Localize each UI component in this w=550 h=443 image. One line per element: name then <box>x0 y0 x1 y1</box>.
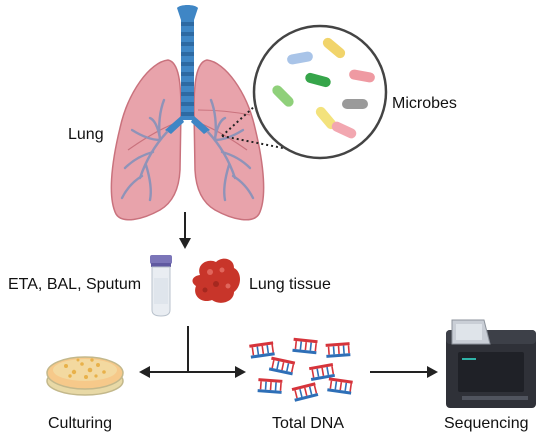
sample-tube-icon <box>150 255 172 317</box>
branch-arrows <box>148 326 236 373</box>
microbe-8 <box>331 121 357 139</box>
dna-fragments <box>249 337 353 402</box>
microbe-2 <box>322 37 346 59</box>
arrow-left-head <box>139 366 150 378</box>
microbe-5 <box>272 85 294 107</box>
dna-fragment-8 <box>291 382 319 402</box>
dna-fragment-6 <box>257 378 283 394</box>
dna-fragment-1 <box>249 341 275 359</box>
microbe-group <box>272 37 375 139</box>
label-samples: ETA, BAL, Sputum <box>8 276 141 293</box>
lung-tissue-icon <box>192 258 240 303</box>
dna-fragment-3 <box>325 342 351 358</box>
dna-fragment-7 <box>327 377 353 395</box>
arrow-down-1 <box>179 212 191 249</box>
microbe-3 <box>305 72 331 88</box>
lungs-illustration <box>110 5 265 221</box>
arrow-right-head <box>235 366 246 378</box>
petri-dish-icon <box>46 356 124 396</box>
sequencer-icon <box>446 319 536 408</box>
label-lung: Lung <box>68 126 104 143</box>
label-sequencing: Sequencing <box>444 415 529 432</box>
dna-fragment-2 <box>292 337 318 355</box>
dna-fragment-4 <box>268 356 296 376</box>
dna-fragment-5 <box>308 363 336 381</box>
bronchial-tree <box>120 98 255 202</box>
microbe-1 <box>287 51 313 65</box>
label-microbes: Microbes <box>392 95 457 112</box>
microbe-6 <box>315 106 337 130</box>
microbe-7 <box>342 99 368 109</box>
arrow-to-sequencer <box>370 366 438 378</box>
label-lung-tissue: Lung tissue <box>249 276 331 293</box>
label-total-dna: Total DNA <box>272 415 344 432</box>
microbe-4 <box>349 69 375 83</box>
microbes-magnifier <box>252 24 388 160</box>
label-culturing: Culturing <box>48 415 112 432</box>
trachea <box>165 5 210 134</box>
